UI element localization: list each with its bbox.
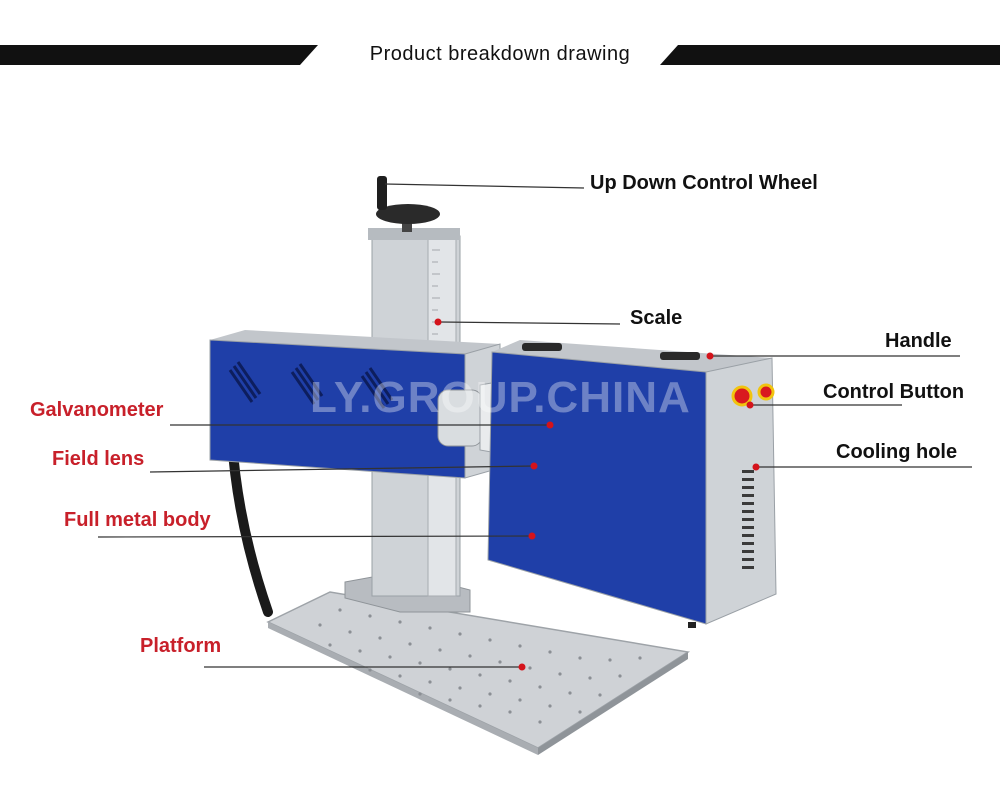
label-platform: Platform <box>140 635 222 657</box>
platform-edge-right <box>538 652 688 755</box>
column-top-cap <box>368 228 460 240</box>
callout-line-body <box>97 535 533 538</box>
marker-galvanometer <box>546 421 554 429</box>
callout-markers <box>434 318 760 671</box>
vent-slots <box>228 361 394 409</box>
callout-line-scale <box>439 321 621 325</box>
callout-lines <box>97 183 972 668</box>
header-bar-left <box>0 45 318 65</box>
platform-holes <box>318 608 642 724</box>
marker-scale <box>434 318 442 326</box>
label-handle: Handle <box>885 330 952 352</box>
label-scale: Scale <box>630 307 683 329</box>
laser-machine-illustration <box>209 176 777 755</box>
wheel-handle <box>377 176 387 210</box>
laser-head-top <box>210 330 500 354</box>
marker-handle <box>706 352 714 360</box>
callout-line-field-lens <box>149 465 535 473</box>
marker-cooling <box>752 463 760 471</box>
cabinet-handle-1 <box>522 343 562 351</box>
cabinet-handle-2 <box>660 352 700 360</box>
label-up-down-control-wheel: Up Down Control Wheel <box>590 172 818 194</box>
marker-field-lens <box>530 462 538 470</box>
marker-platform <box>518 663 526 671</box>
callout-line-wheel <box>384 183 585 189</box>
marker-body <box>528 532 536 540</box>
power-button <box>757 383 775 401</box>
cabinet-front <box>705 357 777 625</box>
page-title: Product breakdown drawing <box>369 43 631 65</box>
label-control-button: Control Button <box>823 381 965 403</box>
marker-control-button <box>746 401 754 409</box>
watermark: LY.GROUP.CHINA <box>310 373 691 422</box>
platform-edge <box>268 622 538 755</box>
control-wheel <box>376 204 440 224</box>
label-field-lens: Field lens <box>52 448 145 470</box>
label-cooling-hole: Cooling hole <box>836 441 958 463</box>
cooling-holes <box>742 470 754 569</box>
header-bar-right <box>660 45 1000 65</box>
label-full-metal-body: Full metal body <box>64 509 211 531</box>
cabinet-foot <box>688 622 696 628</box>
cable <box>227 435 273 617</box>
label-galvanometer: Galvanometer <box>30 399 164 421</box>
emergency-stop-button <box>731 385 753 407</box>
